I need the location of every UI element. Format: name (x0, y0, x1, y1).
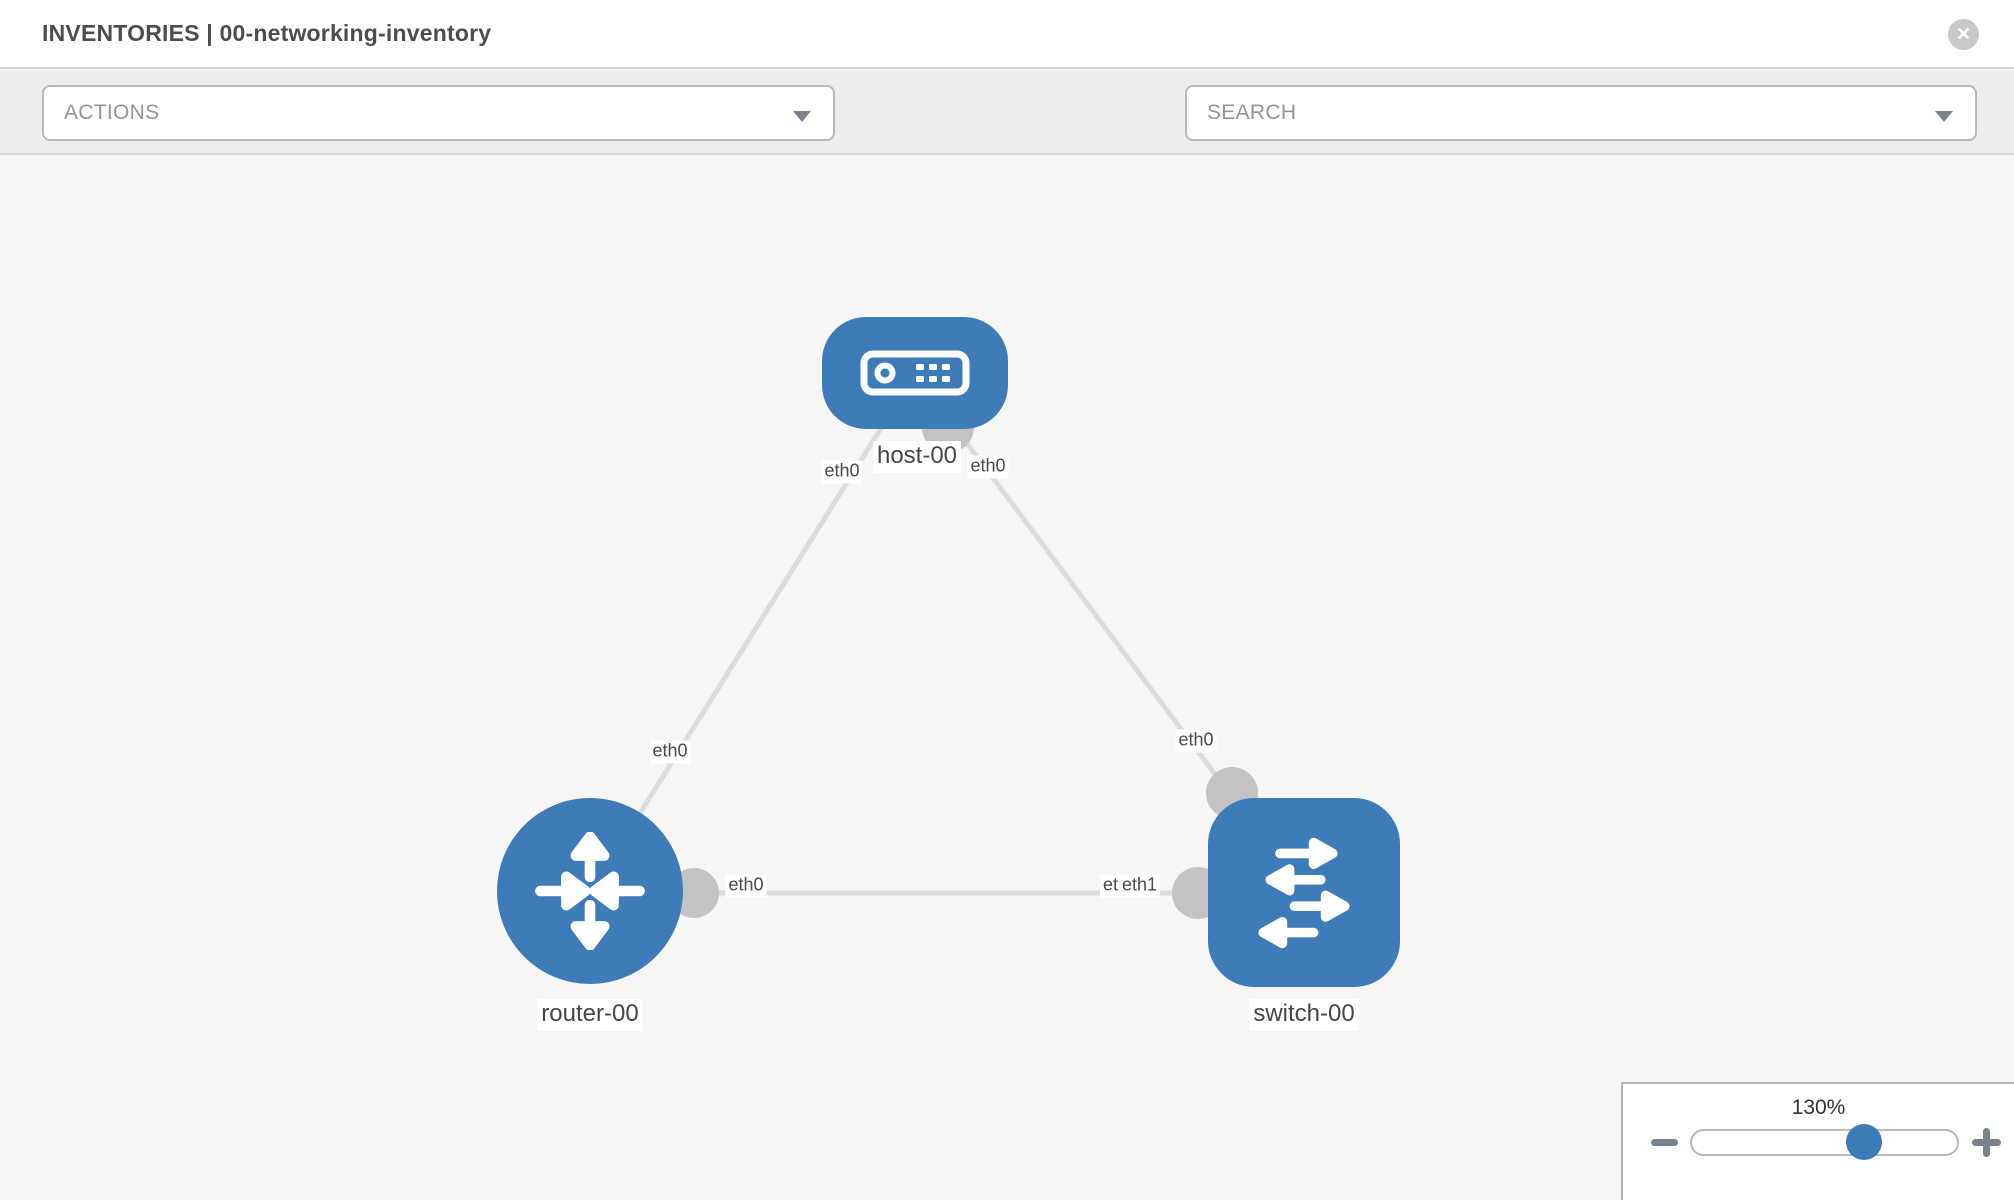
chevron-down-icon (1935, 111, 1953, 122)
zoom-in-icon[interactable] (1972, 1128, 2001, 1157)
iface-label-switch-eth1: eth1 (1119, 874, 1161, 898)
zoom-slider-track[interactable] (1690, 1129, 1959, 1156)
node-router[interactable] (497, 798, 683, 984)
actions-dropdown-label: ACTIONS (64, 101, 160, 124)
iface-label-host-eth0-right: eth0 (967, 455, 1009, 479)
close-icon[interactable]: ✕ (1948, 19, 1979, 50)
node-host[interactable] (822, 317, 1008, 429)
iface-label-host-eth0-left: eth0 (821, 460, 863, 484)
node-label-host: host-00 (872, 441, 962, 473)
chevron-down-icon (793, 111, 811, 122)
node-label-router: router-00 (537, 999, 643, 1031)
toolbar: ACTIONS SEARCH (0, 71, 2014, 202)
zoom-slider-handle[interactable] (1846, 1124, 1882, 1160)
node-label-switch: switch-00 (1249, 999, 1359, 1031)
actions-dropdown[interactable]: ACTIONS (42, 85, 835, 141)
topology-canvas[interactable]: host-00 router-00 switch-00 eth0 eth0 et… (0, 157, 2014, 1200)
host-icon (860, 350, 970, 396)
switch-icon (1258, 837, 1350, 948)
page-title: INVENTORIES | 00-networking-inventory (42, 20, 492, 46)
router-icon (535, 832, 645, 950)
topology-links-layer (587, 372, 1307, 919)
iface-label-router-eth0: eth0 (725, 874, 767, 898)
node-switch[interactable] (1208, 798, 1400, 987)
search-dropdown[interactable]: SEARCH (1185, 85, 1977, 141)
search-placeholder: SEARCH (1207, 101, 1297, 124)
page-header: INVENTORIES | 00-networking-inventory ✕ (0, 0, 2014, 69)
zoom-out-icon[interactable] (1651, 1139, 1678, 1146)
zoom-level: 130% (1791, 1096, 1846, 1119)
iface-label-switch-eth0: eth0 (1175, 729, 1217, 753)
iface-label-router-eth0-uplink: eth0 (649, 740, 691, 764)
zoom-panel: 130% (1621, 1082, 2014, 1200)
